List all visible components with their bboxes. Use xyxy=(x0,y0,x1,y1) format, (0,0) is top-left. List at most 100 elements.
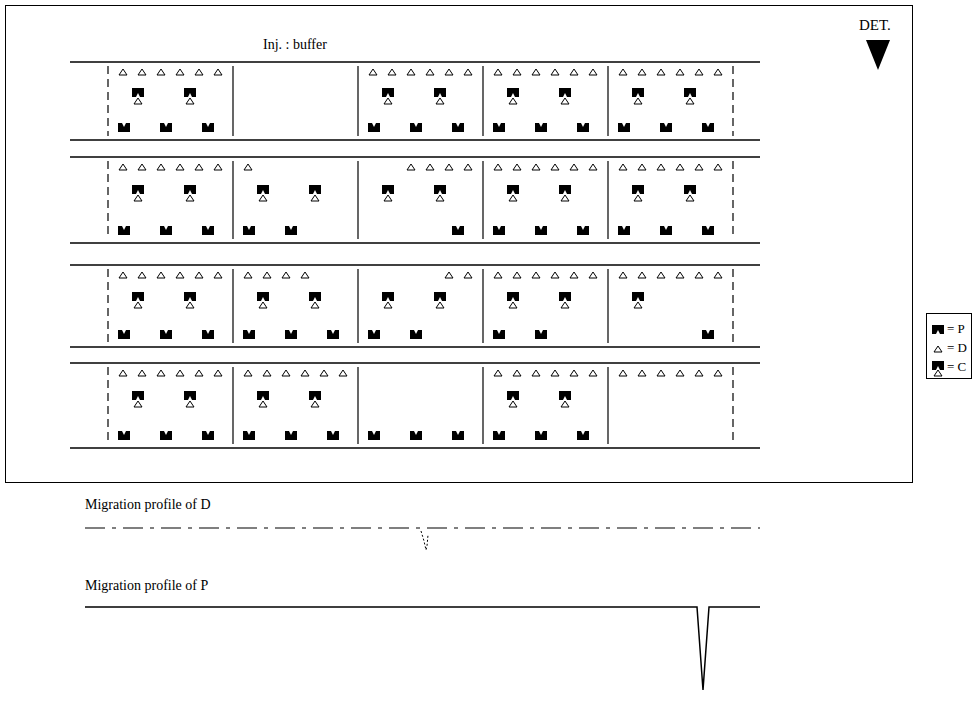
c-symbol xyxy=(634,98,642,104)
p-symbol xyxy=(118,330,130,339)
c-symbol xyxy=(186,401,194,407)
c-symbol xyxy=(686,98,694,104)
c-symbol xyxy=(132,391,144,400)
d-symbol xyxy=(339,370,347,376)
legend-box: = P = D = C xyxy=(926,313,972,379)
d-symbol xyxy=(714,69,722,75)
zone-divider xyxy=(732,367,733,444)
c-symbol xyxy=(436,98,444,104)
d-symbol xyxy=(532,69,540,75)
c-symbol xyxy=(132,185,144,194)
c-symbol xyxy=(384,195,392,201)
c-symbol xyxy=(134,195,142,201)
legend-entry: = P xyxy=(927,321,973,337)
d-symbol xyxy=(138,69,146,75)
c-symbol xyxy=(132,292,144,301)
d-symbol xyxy=(513,272,521,278)
p-symbol xyxy=(618,226,630,235)
d-symbol xyxy=(157,164,165,170)
c-symbol xyxy=(934,370,942,376)
capillary-wall xyxy=(70,139,760,141)
d-symbol xyxy=(138,272,146,278)
c-symbol xyxy=(507,391,519,400)
d-symbol xyxy=(157,69,165,75)
d-symbol xyxy=(407,69,415,75)
d-symbol xyxy=(244,164,252,170)
d-symbol xyxy=(464,69,472,75)
zone-divider xyxy=(482,367,483,444)
c-symbol xyxy=(632,88,644,97)
d-symbol xyxy=(676,69,684,75)
c-symbol xyxy=(632,292,644,301)
d-symbol xyxy=(589,370,597,376)
zone-divider xyxy=(607,269,608,343)
c-symbol xyxy=(932,361,944,370)
c-symbol xyxy=(134,98,142,104)
c-symbol xyxy=(507,88,519,97)
profile-label: Migration profile of D xyxy=(85,497,211,512)
c-symbol xyxy=(634,195,642,201)
legend-text: = D xyxy=(947,340,967,356)
d-symbol xyxy=(157,370,165,376)
p-symbol xyxy=(118,431,130,440)
d-symbol xyxy=(445,69,453,75)
c-symbol xyxy=(311,195,319,201)
d-symbol xyxy=(464,164,472,170)
d-symbol xyxy=(282,370,290,376)
c-symbol xyxy=(686,195,694,201)
zone-divider xyxy=(732,161,733,239)
d-symbol xyxy=(551,164,559,170)
legend-text: = C xyxy=(947,359,966,375)
detector-label: DET. xyxy=(859,17,891,34)
c-symbol xyxy=(507,292,519,301)
d-symbol xyxy=(119,370,127,376)
profile-label: Migration profile of P xyxy=(85,578,208,593)
p-symbol xyxy=(535,330,547,339)
p-symbol xyxy=(577,431,589,440)
p-symbol xyxy=(118,226,130,235)
capillary-wall xyxy=(70,264,760,266)
d-symbol xyxy=(532,164,540,170)
d-symbol xyxy=(494,69,502,75)
d-symbol xyxy=(301,272,309,278)
d-symbol xyxy=(263,370,271,376)
c-symbol xyxy=(382,185,394,194)
zone-divider xyxy=(482,269,483,343)
p-symbol xyxy=(327,431,339,440)
d-symbol xyxy=(513,69,521,75)
c-symbol xyxy=(184,292,196,301)
d-symbol xyxy=(589,272,597,278)
c-symbol xyxy=(184,391,196,400)
c-symbol xyxy=(134,401,142,407)
c-symbol xyxy=(309,292,321,301)
c-symbol xyxy=(507,185,519,194)
c-symbol xyxy=(311,401,319,407)
capillary-wall xyxy=(70,362,760,364)
profile-d-line xyxy=(85,527,760,528)
c-symbol xyxy=(257,292,269,301)
c-symbol xyxy=(434,292,446,301)
p-symbol xyxy=(285,431,297,440)
d-symbol xyxy=(157,272,165,278)
d-symbol xyxy=(676,370,684,376)
p-symbol xyxy=(160,123,172,132)
d-symbol xyxy=(619,69,627,75)
d-symbol xyxy=(657,69,665,75)
d-symbol xyxy=(244,272,252,278)
c-symbol xyxy=(509,98,517,104)
d-symbol xyxy=(119,69,127,75)
p-symbol xyxy=(118,123,130,132)
d-symbol xyxy=(619,272,627,278)
legend-entry: = D xyxy=(927,340,973,356)
legend-sample xyxy=(931,323,945,337)
c-symbol xyxy=(309,391,321,400)
d-symbol xyxy=(176,164,184,170)
d-symbol xyxy=(195,164,203,170)
d-symbol xyxy=(570,370,578,376)
d-symbol xyxy=(301,370,309,376)
d-symbol xyxy=(176,69,184,75)
d-symbol xyxy=(282,272,290,278)
p-symbol xyxy=(202,226,214,235)
p-symbol xyxy=(368,330,380,339)
c-symbol xyxy=(257,391,269,400)
